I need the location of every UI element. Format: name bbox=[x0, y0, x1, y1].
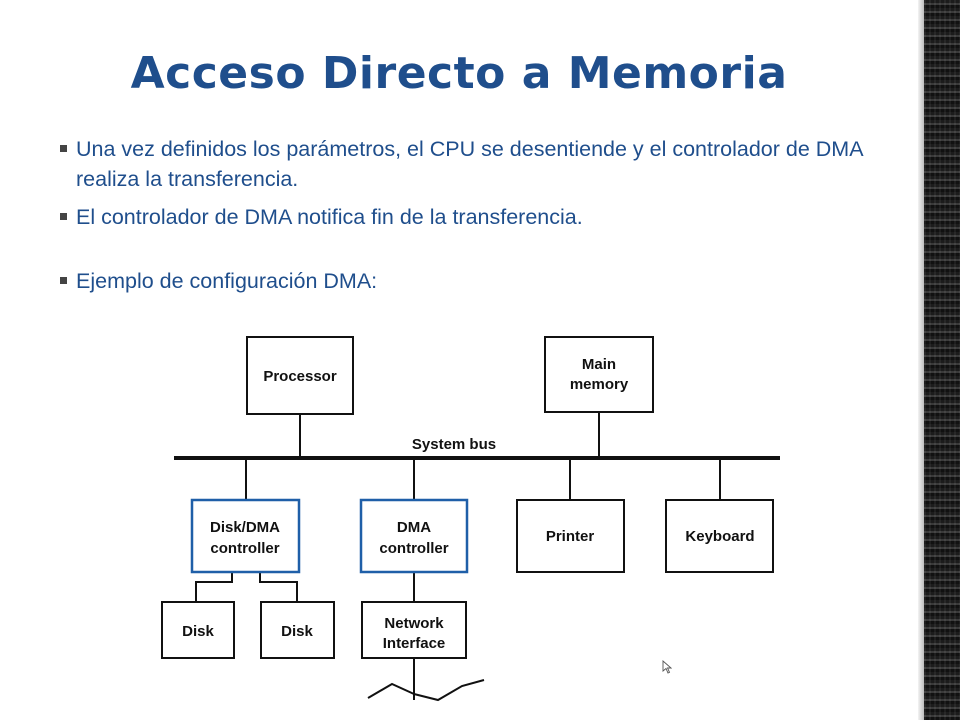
network-line-right bbox=[413, 679, 485, 702]
disk2-link bbox=[259, 572, 298, 602]
main-memory-box bbox=[544, 336, 654, 413]
network-interface-label-line1: Network bbox=[384, 615, 444, 632]
disk-2-label: Disk bbox=[281, 623, 313, 640]
disk-dma-controller-label-line1: Disk/DMA bbox=[210, 519, 280, 536]
disk-1-label: Disk bbox=[182, 623, 214, 640]
disk-box-2 bbox=[260, 601, 335, 659]
slide-title: Acceso Directo a Memoria bbox=[130, 48, 788, 99]
keyboard-label: Keyboard bbox=[685, 528, 754, 545]
bullet-square-icon bbox=[60, 213, 67, 220]
bullet-item-3: Ejemplo de configuración DMA: bbox=[60, 266, 890, 296]
disk1-link bbox=[195, 572, 233, 602]
bullet-list: Una vez definidos los parámetros, el CPU… bbox=[60, 134, 890, 296]
main-memory-label-line1: Main bbox=[582, 356, 616, 373]
system-bus-label: System bus bbox=[412, 436, 496, 453]
bullet-text-1: Una vez definidos los parámetros, el CPU… bbox=[76, 137, 863, 191]
disk-box-1 bbox=[161, 601, 235, 659]
main-memory-label-line2: memory bbox=[570, 376, 629, 393]
printer-box bbox=[516, 499, 625, 573]
network-interface-label-line2: Interface bbox=[383, 635, 446, 652]
processor-box bbox=[246, 336, 354, 415]
bullet-text-2: El controlador de DMA notifica fin de la… bbox=[76, 205, 583, 229]
decorative-edge-strip bbox=[918, 0, 960, 720]
dma-controller-box bbox=[359, 498, 469, 574]
bullet-text-3: Ejemplo de configuración DMA: bbox=[76, 269, 378, 293]
disk-dma-controller-box bbox=[190, 498, 301, 574]
network-line-left bbox=[367, 682, 415, 699]
network-interface-box bbox=[361, 601, 467, 659]
mouse-cursor-icon bbox=[662, 660, 672, 674]
processor-label: Processor bbox=[263, 368, 337, 385]
bullet-square-icon bbox=[60, 145, 67, 152]
dma-diagram: System bus Processor Main memory Disk/DM… bbox=[161, 336, 780, 702]
keyboard-box bbox=[665, 499, 774, 573]
dma-controller-label-line2: controller bbox=[379, 540, 448, 557]
bullet-item-2: El controlador de DMA notifica fin de la… bbox=[60, 202, 890, 232]
bullet-square-icon bbox=[60, 277, 67, 284]
disk-dma-controller-label-line2: controller bbox=[210, 540, 279, 557]
printer-label: Printer bbox=[546, 528, 595, 545]
bullet-item-1: Una vez definidos los parámetros, el CPU… bbox=[60, 134, 890, 194]
dma-controller-label-line1: DMA bbox=[397, 519, 431, 536]
